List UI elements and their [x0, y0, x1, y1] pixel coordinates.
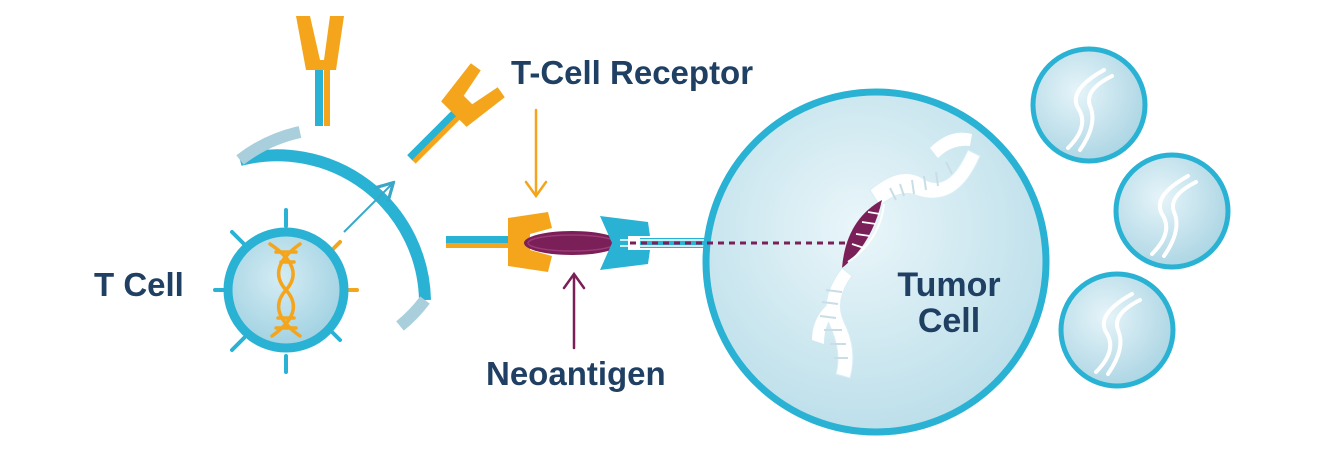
tcell-dna-icon	[268, 242, 302, 338]
label-tumor-cell-line1: Tumor	[897, 266, 1001, 304]
label-neoantigen: Neoantigen	[486, 355, 666, 392]
small-tumor-cell-1	[1030, 46, 1148, 164]
tumor-dna-helix-icon	[812, 132, 981, 379]
tcr-pointer-arrow	[524, 108, 548, 199]
label-tumor-cell-line2: Cell	[917, 301, 981, 340]
label-tumor-cell: Tumor Cell	[894, 266, 1004, 340]
small-tumor-cell-3	[1058, 271, 1176, 389]
label-t-cell-receptor: T-Cell Receptor	[511, 54, 754, 91]
tumor-cell	[702, 88, 1050, 436]
small-cell-dna-icon	[1094, 292, 1142, 376]
label-t-cell: T Cell	[94, 266, 184, 303]
small-cell-dna-icon	[1150, 174, 1198, 258]
tcell-receptor-diagonal	[407, 63, 505, 164]
small-cell-dna-icon	[1066, 68, 1114, 152]
neoantigen-pointer-arrow	[562, 271, 586, 350]
tcell-membrane-arc	[236, 126, 431, 331]
tcell-nucleus	[213, 208, 359, 374]
small-tumor-cell-2	[1113, 152, 1231, 270]
neoantigen-shape	[524, 231, 620, 255]
tcell-receptor-top	[296, 16, 344, 126]
tcell-arrow	[343, 184, 392, 233]
